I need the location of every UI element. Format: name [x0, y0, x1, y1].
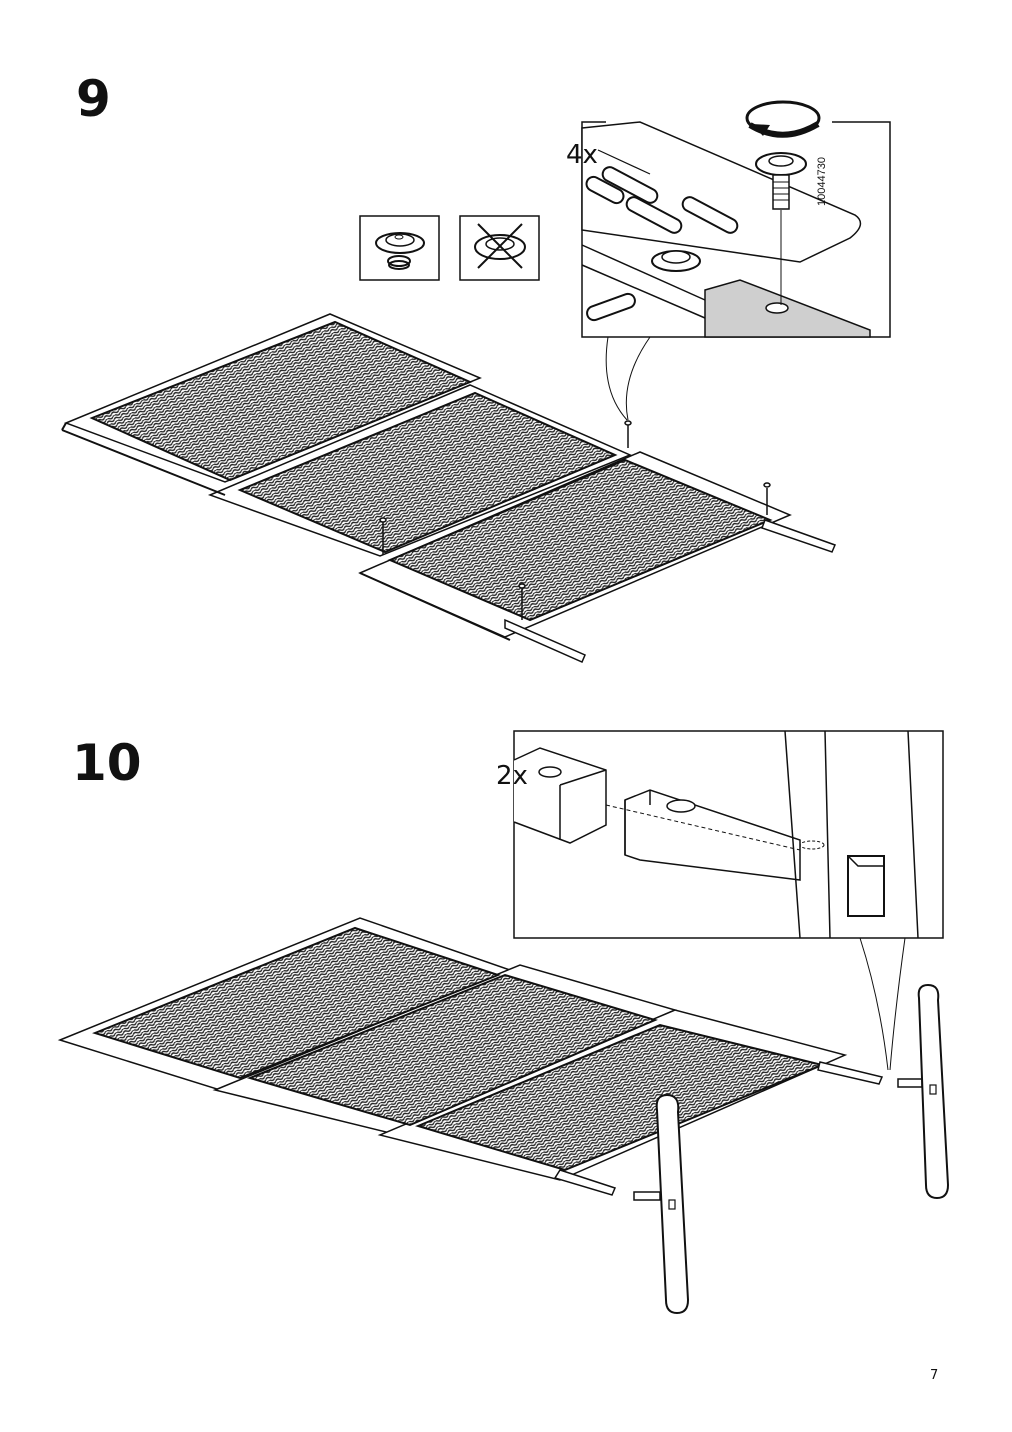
step-9-detail-inset [581, 100, 891, 421]
screw-with-spring-washer-icon [359, 215, 440, 281]
page-number: 7 [930, 1368, 939, 1383]
step-10-bed-base [57, 917, 950, 1315]
part-number-label: 10044730 [816, 157, 828, 206]
step-10-illustration [57, 730, 950, 1315]
step-9-quantity: 4x [566, 140, 598, 170]
step-10-quantity: 2x [496, 761, 528, 791]
step-9-number: 9 [76, 70, 111, 128]
step-10-number: 10 [72, 734, 142, 792]
no-washer-cross-icon [459, 215, 540, 281]
clockwise-rotation-icon [745, 100, 821, 138]
step-10-detail-inset [513, 730, 944, 1071]
step-9-illustration [61, 100, 891, 663]
step-9-bed-base [61, 313, 837, 663]
